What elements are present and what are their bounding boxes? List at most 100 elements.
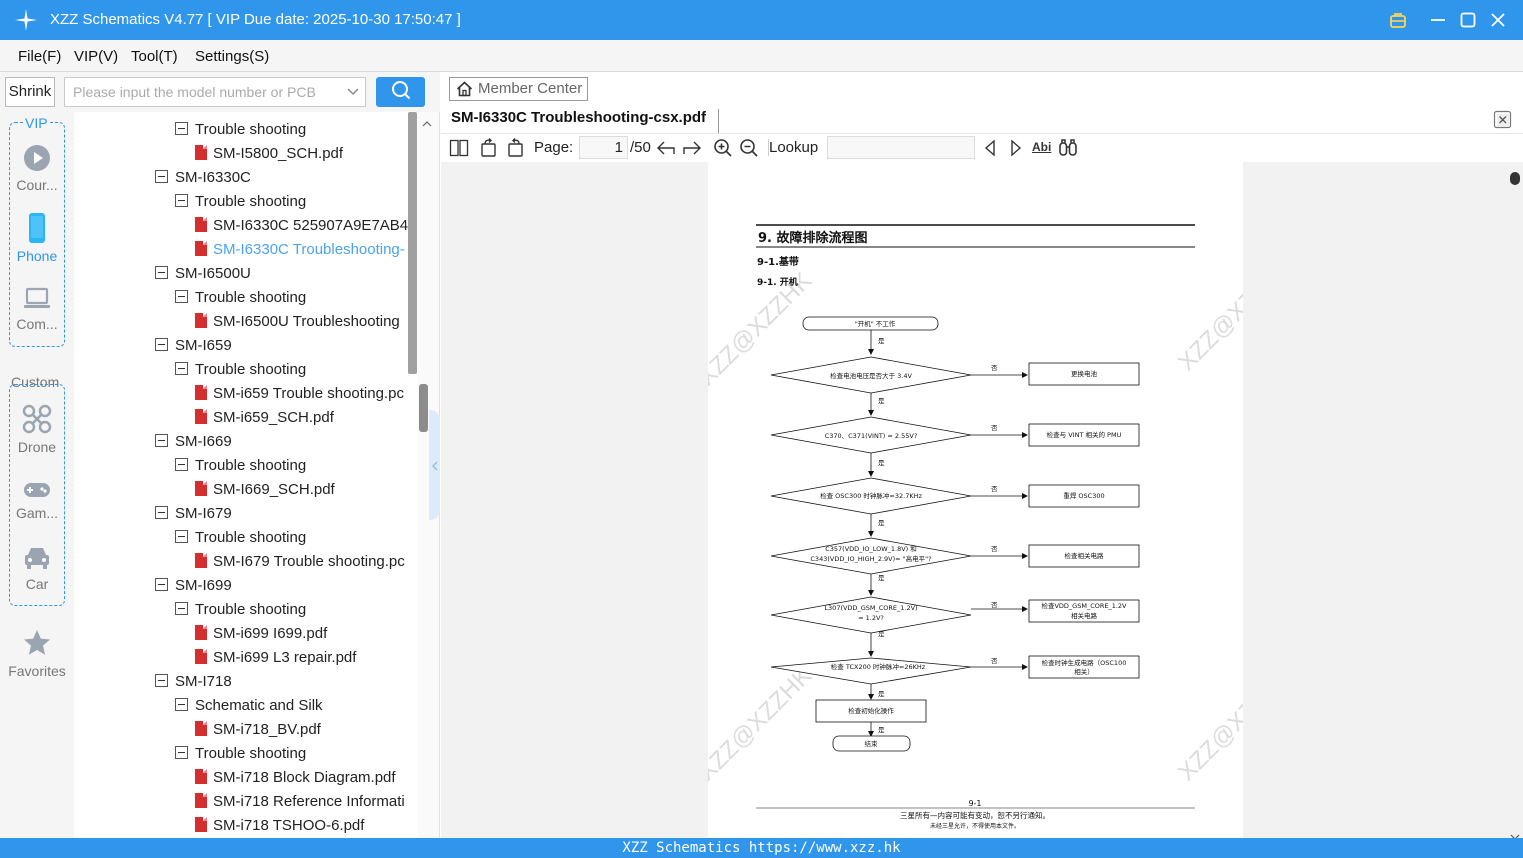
nav-item-label: Gam... — [15, 505, 58, 521]
lookup-input[interactable] — [827, 136, 975, 159]
search-icon — [391, 80, 411, 104]
panel-splitter[interactable] — [418, 112, 440, 838]
member-center-button[interactable]: Member Center — [449, 77, 588, 101]
rotate-left-icon[interactable] — [479, 138, 499, 158]
pdf-file-icon — [195, 721, 207, 736]
tree-item-folder[interactable]: Trouble shooting — [175, 526, 306, 550]
scrollbar-thumb[interactable] — [1510, 172, 1520, 185]
zoom-in-icon[interactable] — [713, 138, 733, 158]
page-number-label: 9-1 — [968, 799, 981, 808]
collapse-toggle-icon[interactable] — [175, 458, 188, 471]
tree-item-file[interactable]: SM-i659_SCH.pdf — [195, 406, 334, 430]
tree-item-folder[interactable]: SM-I6500U — [155, 262, 251, 286]
chevron-down-icon[interactable] — [341, 78, 365, 106]
tree-item-folder[interactable]: Trouble shooting — [175, 286, 306, 310]
vip-bag-icon[interactable] — [1383, 0, 1413, 40]
tree-item-folder[interactable]: SM-I679 — [155, 502, 232, 526]
tree-item-folder[interactable]: Trouble shooting — [175, 742, 306, 766]
tree-item-file[interactable]: SM-i718_BV.pdf — [195, 718, 321, 742]
tree-item-folder[interactable]: SM-I6330C — [155, 166, 251, 190]
tree-item-folder[interactable]: Trouble shooting — [175, 118, 306, 142]
collapse-toggle-icon[interactable] — [155, 434, 168, 447]
splitter-scroll-thumb[interactable] — [419, 384, 428, 432]
match-case-toggle[interactable]: Abi — [1032, 140, 1052, 154]
collapse-toggle-icon[interactable] — [175, 362, 188, 375]
nav-item-computer[interactable]: Com... — [0, 287, 74, 332]
tree-item-folder[interactable]: Trouble shooting — [175, 190, 306, 214]
document-tab[interactable]: SM-I6330C Troubleshooting-csx.pdf — [451, 109, 720, 133]
tree-item-file[interactable]: SM-i699 I699.pdf — [195, 622, 327, 646]
close-tab-icon[interactable] — [1493, 110, 1512, 133]
page-total: /50 — [630, 139, 651, 156]
tree-item-folder[interactable]: Trouble shooting — [175, 598, 306, 622]
tree-item-file[interactable]: SM-I679 Trouble shooting.pc — [195, 550, 405, 574]
menu-settings[interactable]: Settings(S) — [195, 48, 270, 65]
chevron-up-icon[interactable] — [421, 116, 433, 127]
search-input[interactable]: Please input the model number or PCB — [64, 77, 366, 107]
nav-item-car[interactable]: Car — [0, 545, 74, 592]
prev-page-icon[interactable] — [656, 138, 676, 158]
nav-item-courses[interactable]: Cour... — [0, 144, 74, 193]
tree-item-folder[interactable]: SM-I699 — [155, 574, 232, 598]
collapse-toggle-icon[interactable] — [155, 578, 168, 591]
menu-vip[interactable]: VIP(V) — [74, 48, 119, 65]
tree-item-folder[interactable]: Trouble shooting — [175, 358, 306, 382]
collapse-toggle-icon[interactable] — [155, 338, 168, 351]
pdf-viewport[interactable]: XZZ@XZZHK XZZ@XZZHK XZZ@XZZHK XZZ@XZZHK … — [441, 162, 1523, 840]
page-number-input[interactable]: 1 — [579, 136, 628, 159]
tree-item-file[interactable]: SM-I6500U Troubleshooting — [195, 310, 400, 334]
tree-item-folder[interactable]: Schematic and Silk — [175, 694, 323, 718]
dual-page-icon[interactable] — [449, 138, 469, 158]
tree-item-file[interactable]: SM-i718 Block Diagram.pdf — [195, 766, 396, 790]
tree-item-file[interactable]: SM-I6330C 525907A9E7AB40 — [195, 214, 416, 238]
menu-tool[interactable]: Tool(T) — [131, 48, 178, 65]
collapse-toggle-icon[interactable] — [175, 698, 188, 711]
find-next-icon[interactable] — [1006, 138, 1026, 158]
tree-item-file[interactable]: SM-I5800_SCH.pdf — [195, 142, 343, 166]
collapse-toggle-icon[interactable] — [175, 746, 188, 759]
collapse-toggle-icon[interactable] — [175, 530, 188, 543]
flow-yes-label: 是 — [878, 397, 885, 405]
nav-item-drone[interactable]: Drone — [0, 404, 74, 455]
viewer-scrollbar[interactable] — [1507, 162, 1523, 840]
tree-item-file[interactable]: SM-I669_SCH.pdf — [195, 478, 335, 502]
next-page-icon[interactable] — [682, 138, 702, 158]
nav-item-favorites[interactable]: Favorites — [0, 628, 74, 679]
menu-file[interactable]: File(F) — [18, 48, 62, 65]
maximize-button[interactable] — [1453, 0, 1483, 40]
binoculars-icon[interactable] — [1058, 138, 1078, 158]
tree-item-folder[interactable]: SM-I659 — [155, 334, 232, 358]
nav-item-phone[interactable]: Phone — [0, 213, 74, 264]
collapse-toggle-icon[interactable] — [155, 674, 168, 687]
tree-item-label: SM-i718 Block Diagram.pdf — [213, 769, 396, 786]
tree-item-folder[interactable]: SM-I718 — [155, 670, 232, 694]
tree-item-file[interactable]: SM-i659 Trouble shooting.pc — [195, 382, 404, 406]
close-button[interactable] — [1483, 0, 1513, 40]
search-button[interactable] — [376, 77, 425, 107]
tree-item-file[interactable]: SM-i699 L3 repair.pdf — [195, 646, 356, 670]
minimize-button[interactable] — [1423, 0, 1453, 40]
collapse-toggle-icon[interactable] — [175, 602, 188, 615]
zoom-out-icon[interactable] — [739, 138, 759, 158]
collapse-toggle-icon[interactable] — [155, 506, 168, 519]
collapse-toggle-icon[interactable] — [155, 170, 168, 183]
collapse-toggle-icon[interactable] — [175, 194, 188, 207]
collapse-toggle-icon[interactable] — [175, 290, 188, 303]
pdf-file-icon — [195, 481, 207, 496]
tree-item-label: Trouble shooting — [195, 601, 307, 618]
tree-item-folder[interactable]: SM-I669 — [155, 430, 232, 454]
rotate-right-icon[interactable] — [505, 138, 525, 158]
collapse-toggle-icon[interactable] — [175, 122, 188, 135]
find-prev-icon[interactable] — [980, 138, 1000, 158]
scrollbar-thumb[interactable] — [408, 112, 417, 374]
tree-item-label: SM-I718 — [175, 673, 232, 690]
shrink-button[interactable]: Shrink — [5, 77, 55, 107]
nav-item-game[interactable]: Gam... — [0, 480, 74, 521]
tree-item-file[interactable]: SM-i718 TSHOO-6.pdf — [195, 814, 364, 838]
tree-item-label: SM-I5800_SCH.pdf — [213, 145, 344, 162]
tree-item-folder[interactable]: Trouble shooting — [175, 454, 306, 478]
collapse-toggle-icon[interactable] — [155, 266, 168, 279]
tree-scrollbar[interactable] — [408, 112, 418, 838]
tree-item-file[interactable]: SM-I6330C Troubleshooting- — [195, 238, 405, 262]
tree-item-file[interactable]: SM-i718 Reference Informati — [195, 790, 405, 814]
